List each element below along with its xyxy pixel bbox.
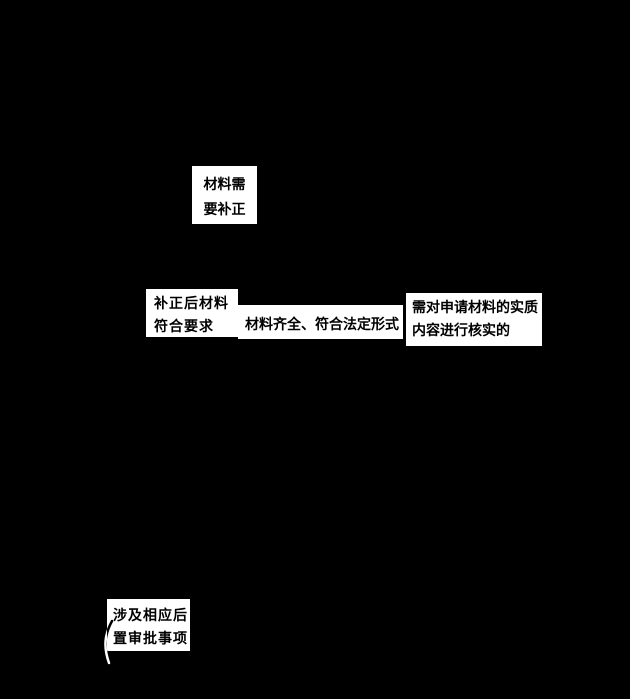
- node-label-line: 符合要求: [154, 319, 214, 335]
- node-label-line: 材料需: [203, 177, 246, 193]
- node-label-line: 涉及相应后: [113, 608, 188, 624]
- node-label-line: 置审批事项: [113, 631, 188, 647]
- node-material-needs-correction: 材料需 要补正: [192, 166, 257, 224]
- node-label-line: 要补正: [203, 202, 246, 218]
- node-label-line: 材料齐全、符合法定形式: [245, 317, 399, 333]
- node-corrected-material-meets-requirements: 补正后材料 符合要求: [146, 289, 238, 337]
- node-label-line: 补正后材料: [154, 296, 229, 312]
- node-materials-complete-legal-form: 材料齐全、符合法定形式: [238, 305, 403, 339]
- node-substantive-verification-required: 需对申请材料的实质 内容进行核实的: [406, 293, 542, 346]
- node-label-line: 内容进行核实的: [412, 323, 510, 339]
- node-label-line: 需对申请材料的实质: [412, 300, 538, 316]
- node-post-approval-items: 涉及相应后 置审批事项: [107, 599, 190, 651]
